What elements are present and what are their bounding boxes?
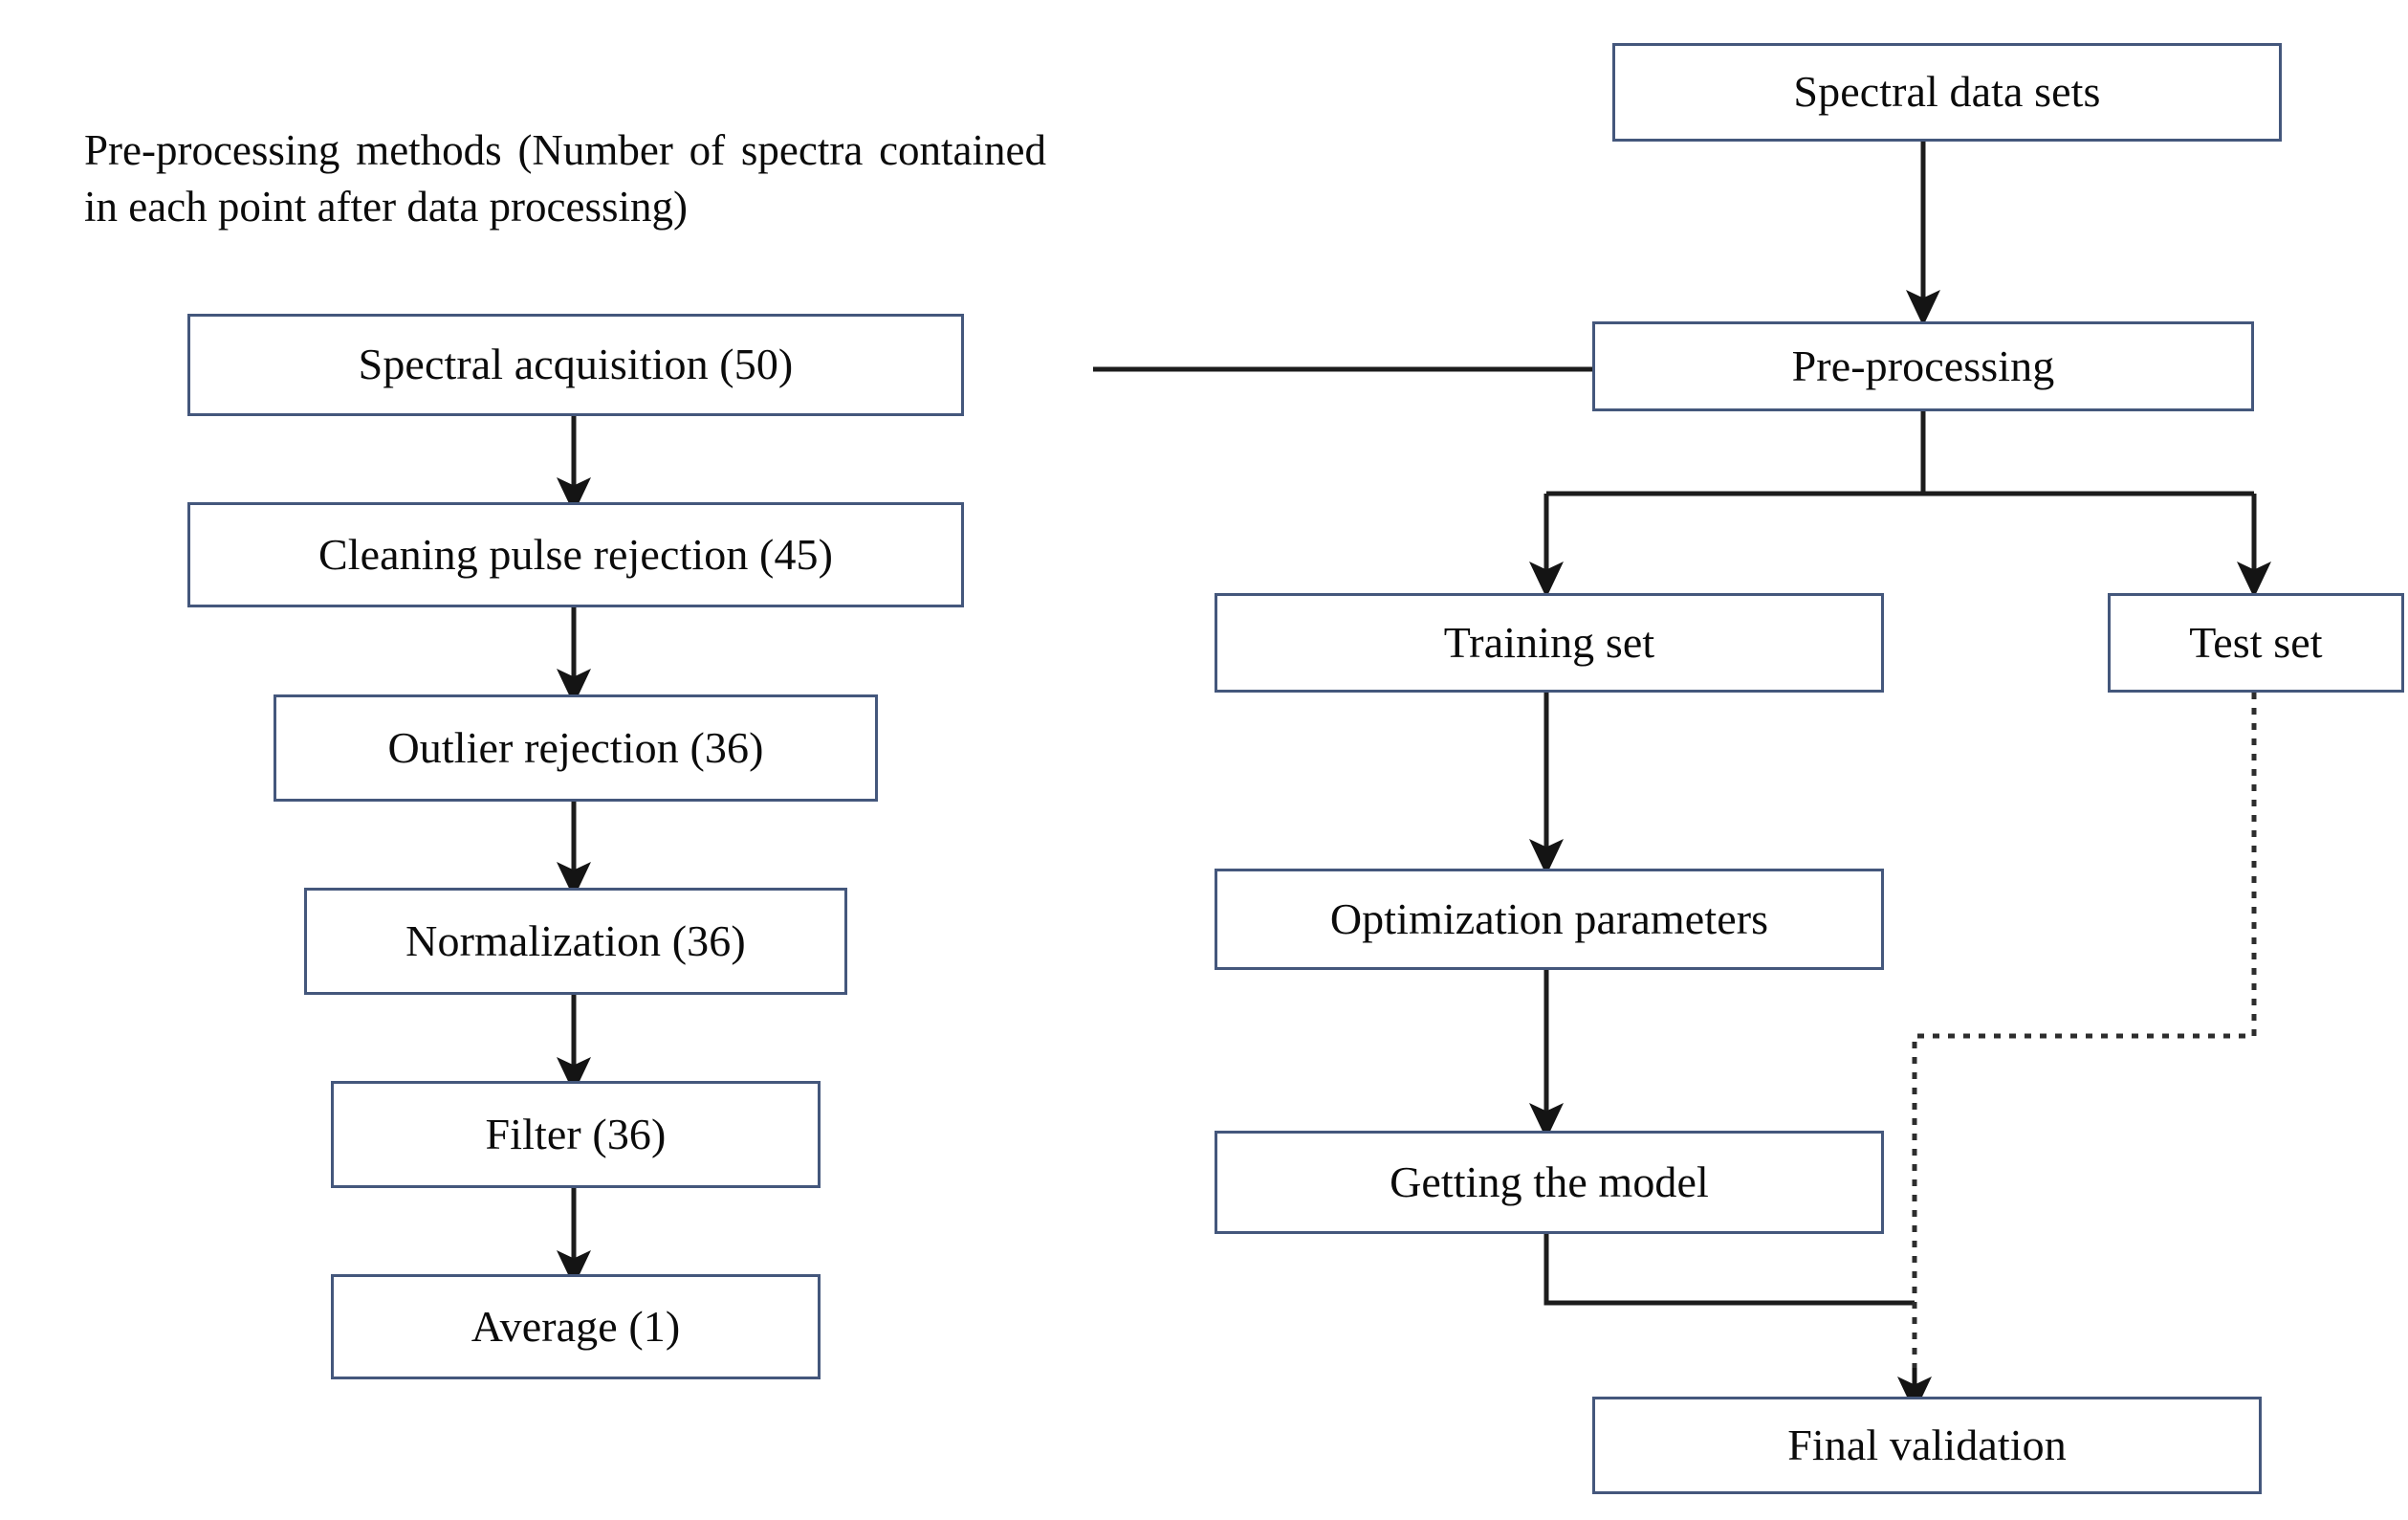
edge-test-set-to-final-validation — [1912, 693, 2257, 1389]
node-spectral-data-sets[interactable]: Spectral data sets — [1612, 43, 2282, 142]
node-test-set[interactable]: Test set — [2108, 593, 2404, 693]
node-spectral-acquisition[interactable]: Spectral acquisition (50) — [187, 314, 964, 416]
node-outlier-rejection[interactable]: Outlier rejection (36) — [274, 694, 878, 802]
node-getting-the-model[interactable]: Getting the model — [1215, 1131, 1884, 1234]
node-optimization-parameters[interactable]: Optimization parameters — [1215, 869, 1884, 970]
node-pre-processing[interactable]: Pre-processing — [1592, 321, 2254, 411]
node-normalization[interactable]: Normalization (36) — [304, 888, 847, 995]
node-training-set[interactable]: Training set — [1215, 593, 1884, 693]
node-average[interactable]: Average (1) — [331, 1274, 821, 1379]
edge-model-to-final-validation — [1543, 1234, 1915, 1306]
node-filter[interactable]: Filter (36) — [331, 1081, 821, 1188]
node-cleaning-pulse-rejection[interactable]: Cleaning pulse rejection (45) — [187, 502, 964, 607]
panel-caption: Pre-processing methods (Number of spectr… — [84, 126, 1046, 231]
node-final-validation[interactable]: Final validation — [1592, 1397, 2262, 1494]
